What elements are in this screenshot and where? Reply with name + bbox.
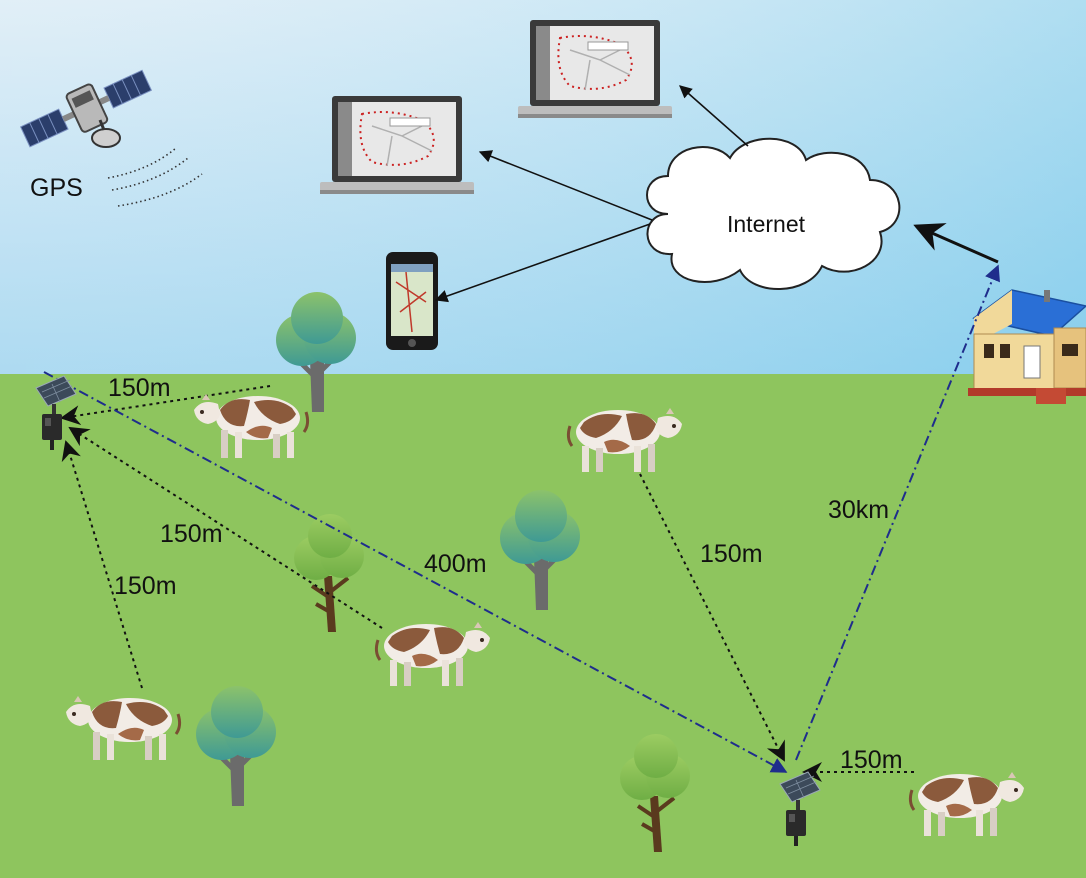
smartphone-icon bbox=[386, 252, 438, 350]
gps-label: GPS bbox=[30, 174, 83, 202]
backhaul-links bbox=[43, 264, 1000, 773]
distance-label: 150m bbox=[700, 540, 763, 568]
gps-signal-waves bbox=[107, 147, 203, 207]
satellite-icon bbox=[19, 69, 153, 148]
cloud-icon bbox=[646, 137, 901, 290]
internet-label: Internet bbox=[727, 211, 806, 237]
radio-links bbox=[60, 385, 914, 782]
grass-background bbox=[0, 374, 1086, 878]
internet-links bbox=[434, 85, 999, 303]
distance-label: 400m bbox=[424, 550, 487, 578]
house-icon bbox=[968, 289, 1086, 404]
distance-label: 150m bbox=[108, 374, 171, 402]
laptop-icon bbox=[517, 19, 673, 119]
distance-label: 150m bbox=[160, 520, 223, 548]
distance-label: 30km bbox=[828, 496, 889, 524]
laptop-icon bbox=[319, 95, 475, 195]
distance-label: 150m bbox=[114, 572, 177, 600]
distance-label: 150m bbox=[840, 746, 903, 774]
